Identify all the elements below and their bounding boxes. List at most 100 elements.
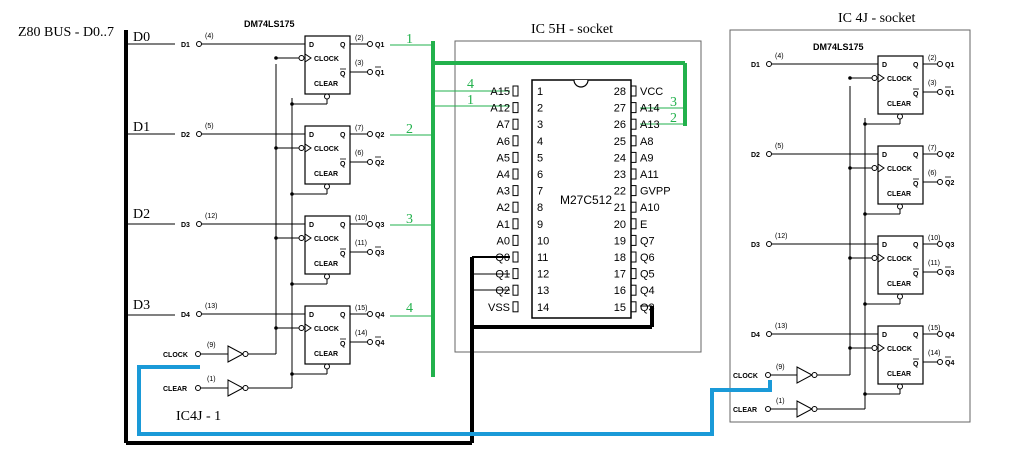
right-clock-label: CLOCK xyxy=(733,373,758,380)
eprom-left-pin-name-9: A1 xyxy=(497,219,510,231)
eprom-right-pin-num-1: 28 xyxy=(614,86,626,98)
right-clock-buffer xyxy=(796,366,814,384)
right-ff-clock-label-2: CLOCK xyxy=(887,166,912,173)
bus-line-d0: D0 xyxy=(133,30,150,45)
right-clear-label: CLEAR xyxy=(733,407,757,414)
left-ff-clear-label-1: CLEAR xyxy=(314,81,338,88)
eprom-right-pin-num-3: 26 xyxy=(614,119,626,131)
left-qbar-pin-1: (3) xyxy=(355,60,364,67)
left-qbar-pin-3: (11) xyxy=(355,240,367,247)
eprom-right-pin-num-2: 27 xyxy=(614,103,626,115)
ic4j-1-label: IC4J - 1 xyxy=(176,409,221,424)
eprom-right-pin-name-13: Q4 xyxy=(640,285,655,297)
right-ff-q-label-1: Q xyxy=(913,62,919,69)
eprom-left-pin-num-9: 9 xyxy=(537,219,543,231)
green-num-q3: 3 xyxy=(406,212,413,227)
left-input-label-1: D1 xyxy=(181,42,190,49)
eprom-right-pin-num-8: 21 xyxy=(614,202,626,214)
left-ff-d-label-1: D xyxy=(309,42,314,49)
right-qbar-label-1: Q1 xyxy=(945,90,954,97)
left-input-pin-4: (13) xyxy=(205,303,217,310)
left-flip-flop-4 xyxy=(304,305,351,365)
right-q-label-3: Q3 xyxy=(945,242,954,249)
right-q-pin-2: (7) xyxy=(928,145,937,152)
right-input-pin-3: (12) xyxy=(775,233,787,240)
right-ff-qbar-label-3: Q xyxy=(913,271,919,278)
left-ff-clear-label-4: CLEAR xyxy=(314,351,338,358)
ic5h-socket-outline xyxy=(454,40,702,353)
left-input-pin-1: (4) xyxy=(205,33,214,40)
eprom-right-pin-name-5: A9 xyxy=(640,152,653,164)
green-num-a15: 4 xyxy=(467,77,474,92)
right-input-label-1: D1 xyxy=(751,62,760,69)
eprom-right-pin-num-14: 15 xyxy=(614,302,626,314)
ic4j-socket-label: IC 4J - socket xyxy=(838,11,915,26)
left-q-pin-3: (10) xyxy=(355,215,367,222)
left-qbar-label-2: Q2 xyxy=(375,160,384,167)
eprom-left-pin-num-7: 7 xyxy=(537,186,543,198)
eprom-right-pin-name-1: VCC xyxy=(640,86,663,98)
green-wiring: 1 2 3 4 4 1 3 2 xyxy=(390,32,687,377)
eprom-left-pin-name-4: A6 xyxy=(497,136,510,148)
green-num-q1: 1 xyxy=(406,32,413,47)
bus-line-d3: D3 xyxy=(133,298,150,313)
right-ff-q-label-4: Q xyxy=(913,332,919,339)
left-q-pin-2: (7) xyxy=(355,125,364,132)
right-ff-clear-label-1: CLEAR xyxy=(887,101,911,108)
eprom-right-pin-name-11: Q6 xyxy=(640,252,655,264)
eprom-left-pin-num-6: 6 xyxy=(537,169,543,181)
left-clear-label: CLEAR xyxy=(163,386,187,393)
eprom-right-pin-num-6: 23 xyxy=(614,169,626,181)
eprom-right-pin-name-8: A10 xyxy=(640,202,660,214)
right-flip-flop-1 xyxy=(877,55,924,115)
eprom-right-pin-num-7: 22 xyxy=(614,186,626,198)
left-clock-buffer xyxy=(227,345,245,363)
green-num-a12: 1 xyxy=(467,93,474,108)
right-chip-name: DM74LS175 xyxy=(813,42,864,52)
right-q-label-2: Q2 xyxy=(945,152,954,159)
left-q-label-2: Q2 xyxy=(375,132,384,139)
left-clock-label: CLOCK xyxy=(163,352,188,359)
green-num-q4: 4 xyxy=(406,301,413,316)
left-q-label-4: Q4 xyxy=(375,312,384,319)
eprom-right-pin-num-13: 16 xyxy=(614,285,626,297)
right-qbar-label-3: Q3 xyxy=(945,270,954,277)
eprom-left-pin-num-5: 5 xyxy=(537,152,543,164)
right-ff-d-label-2: D xyxy=(882,152,887,159)
left-q-label-1: Q1 xyxy=(375,42,384,49)
right-ff-d-label-4: D xyxy=(882,332,887,339)
eprom-left-pin-name-2: A12 xyxy=(490,103,510,115)
eprom-right-pin-name-2: A14 xyxy=(640,103,660,115)
eprom-left-pin-name-10: A0 xyxy=(497,235,510,247)
eprom-right-pin-num-10: 19 xyxy=(614,235,626,247)
left-clear-pin: (1) xyxy=(207,376,216,383)
left-ff-qbar-label-2: Q xyxy=(340,161,346,168)
left-ff-q-label-2: Q xyxy=(340,132,346,139)
left-ff-clock-label-1: CLOCK xyxy=(314,56,339,63)
left-input-label-2: D2 xyxy=(181,132,190,139)
eprom-right-pin-name-6: A11 xyxy=(640,169,659,181)
left-q-pin-1: (2) xyxy=(355,35,364,42)
left-input-pin-2: (5) xyxy=(205,123,214,130)
right-ff-q-label-3: Q xyxy=(913,242,919,249)
right-q-label-4: Q4 xyxy=(945,332,954,339)
ic5h-socket-label: IC 5H - socket xyxy=(531,22,613,37)
left-ff-q-label-3: Q xyxy=(340,222,346,229)
green-num-a13: 2 xyxy=(670,111,677,126)
eprom-left-pin-name-6: A4 xyxy=(497,169,510,181)
right-input-label-4: D4 xyxy=(751,332,760,339)
right-ff-d-label-3: D xyxy=(882,242,887,249)
left-ff-d-label-4: D xyxy=(309,312,314,319)
right-ff-clear-label-4: CLEAR xyxy=(887,371,911,378)
right-ff-q-label-2: Q xyxy=(913,152,919,159)
eprom-left-pin-name-7: A3 xyxy=(497,186,510,198)
right-ff-d-label-1: D xyxy=(882,62,887,69)
left-ff-d-label-2: D xyxy=(309,132,314,139)
eprom-right-pin-name-4: A8 xyxy=(640,136,653,148)
eprom-left-pin-name-13: Q2 xyxy=(495,285,510,297)
eprom-right-pin-name-10: Q7 xyxy=(640,235,655,247)
left-ff-clear-label-2: CLEAR xyxy=(314,171,338,178)
eprom-left-pin-num-8: 8 xyxy=(537,202,543,214)
